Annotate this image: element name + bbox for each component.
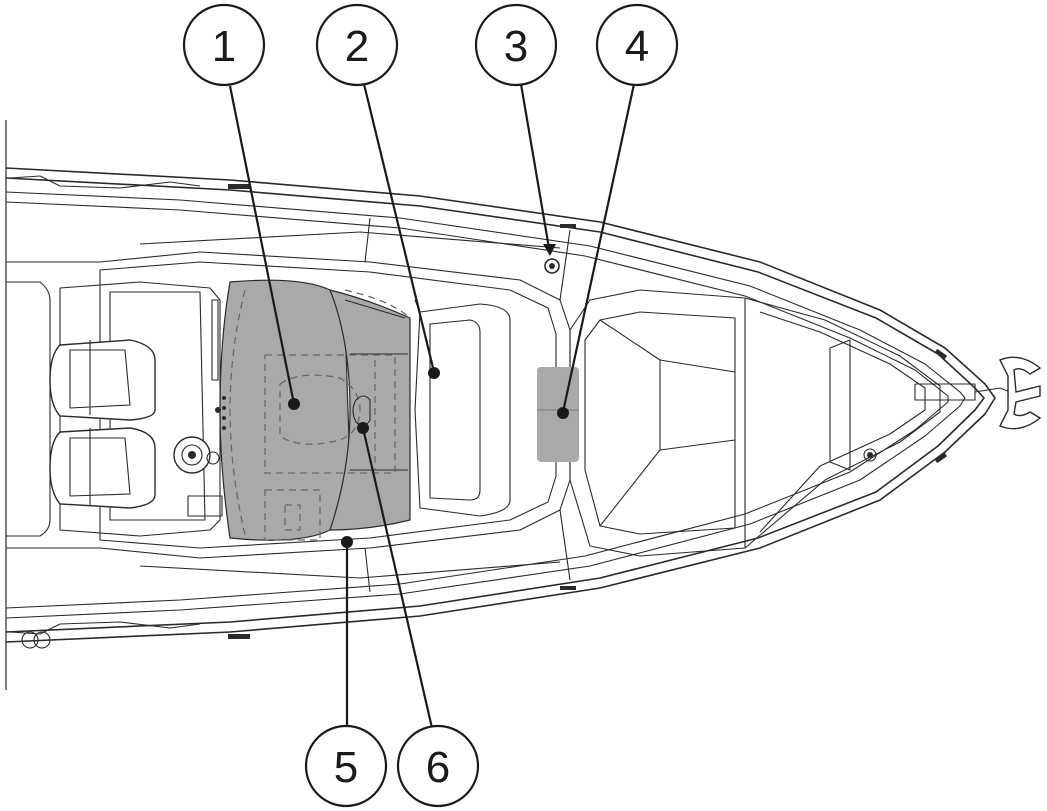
helm-seats	[6, 281, 226, 537]
callout-3-label: 3	[504, 22, 528, 71]
callout-6: 6	[396, 724, 480, 808]
callout-2-label: 2	[345, 22, 369, 71]
callout-4-label: 4	[625, 22, 649, 71]
callout-1: 1	[182, 3, 266, 87]
callout-6-label: 6	[426, 743, 450, 792]
forward-locker	[414, 299, 511, 517]
bow-deck	[569, 289, 1042, 557]
callout-2: 2	[315, 3, 399, 87]
callout-5: 5	[304, 724, 388, 808]
callout-3: 3	[474, 3, 558, 87]
leader-lines	[228, 83, 636, 729]
callout-5-label: 5	[334, 743, 358, 792]
callout-4: 4	[595, 3, 679, 87]
hull-outline	[5, 167, 996, 649]
console-shaded-area	[219, 279, 411, 541]
callout-target-dots	[288, 367, 569, 548]
anchor-icon	[999, 356, 1042, 430]
callout-1-label: 1	[212, 22, 236, 71]
